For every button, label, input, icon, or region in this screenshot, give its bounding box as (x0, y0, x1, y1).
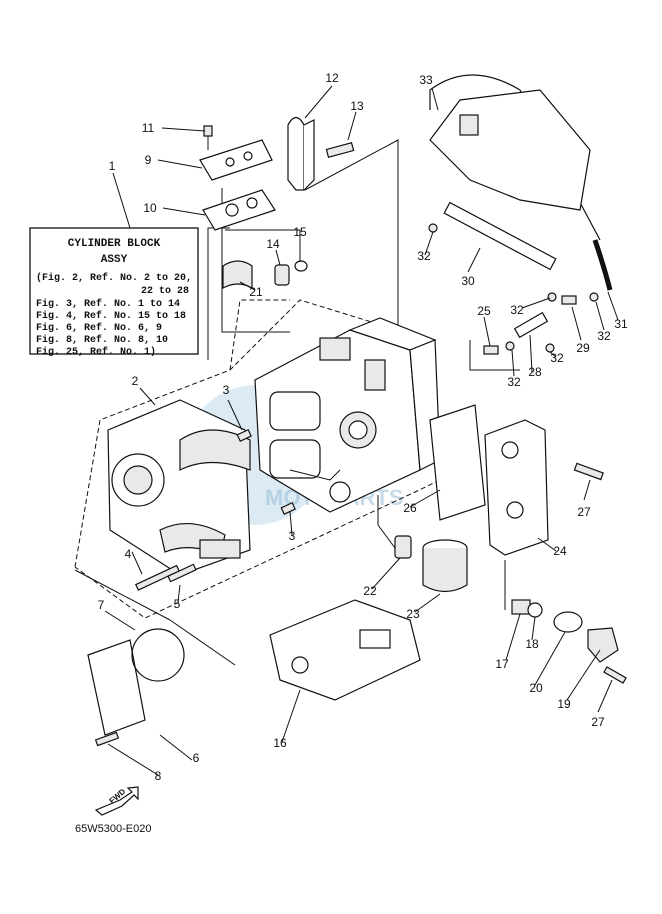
callout-33: 33 (419, 73, 433, 87)
callout-22: 22 (363, 584, 377, 598)
bolts-4-5 (134, 563, 197, 591)
callout-32-c: 32 (550, 351, 564, 365)
hose-28 (513, 311, 549, 339)
fwd-arrow: FWD (94, 786, 139, 816)
oring-15 (294, 260, 308, 272)
cylinder-block (254, 317, 441, 513)
callout-11: 11 (142, 121, 155, 135)
callout-20: 20 (529, 681, 543, 695)
callout-5: 5 (174, 597, 181, 611)
callout-13: 13 (350, 99, 364, 113)
plate-9 (199, 139, 273, 181)
callout-24: 24 (553, 544, 567, 558)
callout-27-lower: 27 (591, 715, 605, 729)
callout-28: 28 (528, 365, 542, 379)
oring-7 (131, 628, 185, 682)
callout-25: 25 (477, 304, 491, 318)
box-line-3: Fig. 3, Ref. No. 1 to 14 (36, 298, 180, 310)
box-title-line1: CYLINDER BLOCK (68, 238, 161, 250)
cover-24 (484, 419, 549, 556)
diagram-code: 65W5300-E020 (75, 823, 151, 835)
callout-19: 19 (557, 697, 571, 711)
callout-9: 9 (145, 153, 152, 167)
box-line-2: 22 to 28 (141, 286, 189, 297)
bolt-4 (134, 564, 180, 591)
callout-3-lower: 3 (289, 529, 296, 543)
dowel-pins-3 (236, 428, 296, 515)
small-parts-14-15-21 (222, 260, 308, 290)
thermostat-parts (511, 599, 627, 684)
box-title-line2: ASSY (101, 254, 128, 266)
top-plates (199, 125, 276, 231)
callout-32-b: 32 (510, 303, 524, 317)
bolt-8 (94, 731, 120, 747)
hose-30 (443, 201, 557, 271)
assembly-reference-box: CYLINDER BLOCK ASSY (Fig. 2, Ref. No. 2 … (29, 227, 199, 358)
callout-30: 30 (461, 274, 475, 288)
gasket-16 (269, 599, 421, 701)
bracket-12 (287, 116, 355, 191)
callout-10: 10 (143, 201, 157, 215)
cover-24-gasket-26 (429, 404, 549, 556)
gasket-10 (202, 189, 276, 231)
fitting-22 (394, 535, 412, 559)
box-line-1: (Fig. 2, Ref. No. 2 to 20, (36, 272, 192, 284)
bolt-11 (203, 125, 213, 137)
callout-4: 4 (125, 547, 132, 561)
hose-31 (592, 239, 613, 291)
callout-16: 16 (273, 736, 287, 750)
plug-14 (274, 264, 290, 286)
part-21 (222, 260, 253, 290)
callout-7: 7 (98, 598, 105, 612)
lower-casing (429, 89, 591, 211)
callout-3-upper: 3 (223, 383, 230, 397)
bolt-5 (167, 563, 197, 583)
callout-26: 26 (403, 501, 417, 515)
callout-31: 31 (614, 317, 628, 331)
oil-filter-23 (394, 535, 468, 593)
callout-21: 21 (249, 285, 263, 299)
fitting-25 (483, 345, 499, 355)
gasket-26 (429, 404, 486, 521)
leader-lines (104, 85, 619, 776)
callout-2: 2 (132, 374, 139, 388)
callout-32-a: 32 (417, 249, 431, 263)
callout-6: 6 (193, 751, 200, 765)
bolt-27-upper (573, 462, 604, 481)
callout-18: 18 (525, 637, 539, 651)
box-line-4: Fig. 4, Ref. No. 15 to 18 (36, 310, 186, 322)
callout-23: 23 (406, 607, 420, 621)
callouts: 1 2 3 3 4 5 6 7 8 9 10 11 12 13 14 15 16… (98, 71, 628, 783)
fitting-29 (561, 295, 577, 305)
callout-8: 8 (155, 769, 162, 783)
crankcase-2 (107, 399, 251, 576)
callout-15: 15 (293, 225, 307, 239)
callout-27-upper: 27 (577, 505, 591, 519)
box-line-7: Fig. 25, Ref. No. 1) (36, 346, 156, 358)
box-line-5: Fig. 6, Ref. No. 6, 9 (36, 322, 162, 334)
callout-17: 17 (495, 657, 509, 671)
callout-32-d: 32 (507, 375, 521, 389)
callout-32-e: 32 (597, 329, 611, 343)
callout-1: 1 (109, 159, 116, 173)
plate-6-oring-7 (87, 628, 185, 747)
callout-12: 12 (325, 71, 339, 85)
callout-14: 14 (266, 237, 280, 251)
bolt-13 (325, 142, 355, 158)
callout-29: 29 (576, 341, 590, 355)
box-line-6: Fig. 8, Ref. No. 8, 10 (36, 334, 168, 346)
